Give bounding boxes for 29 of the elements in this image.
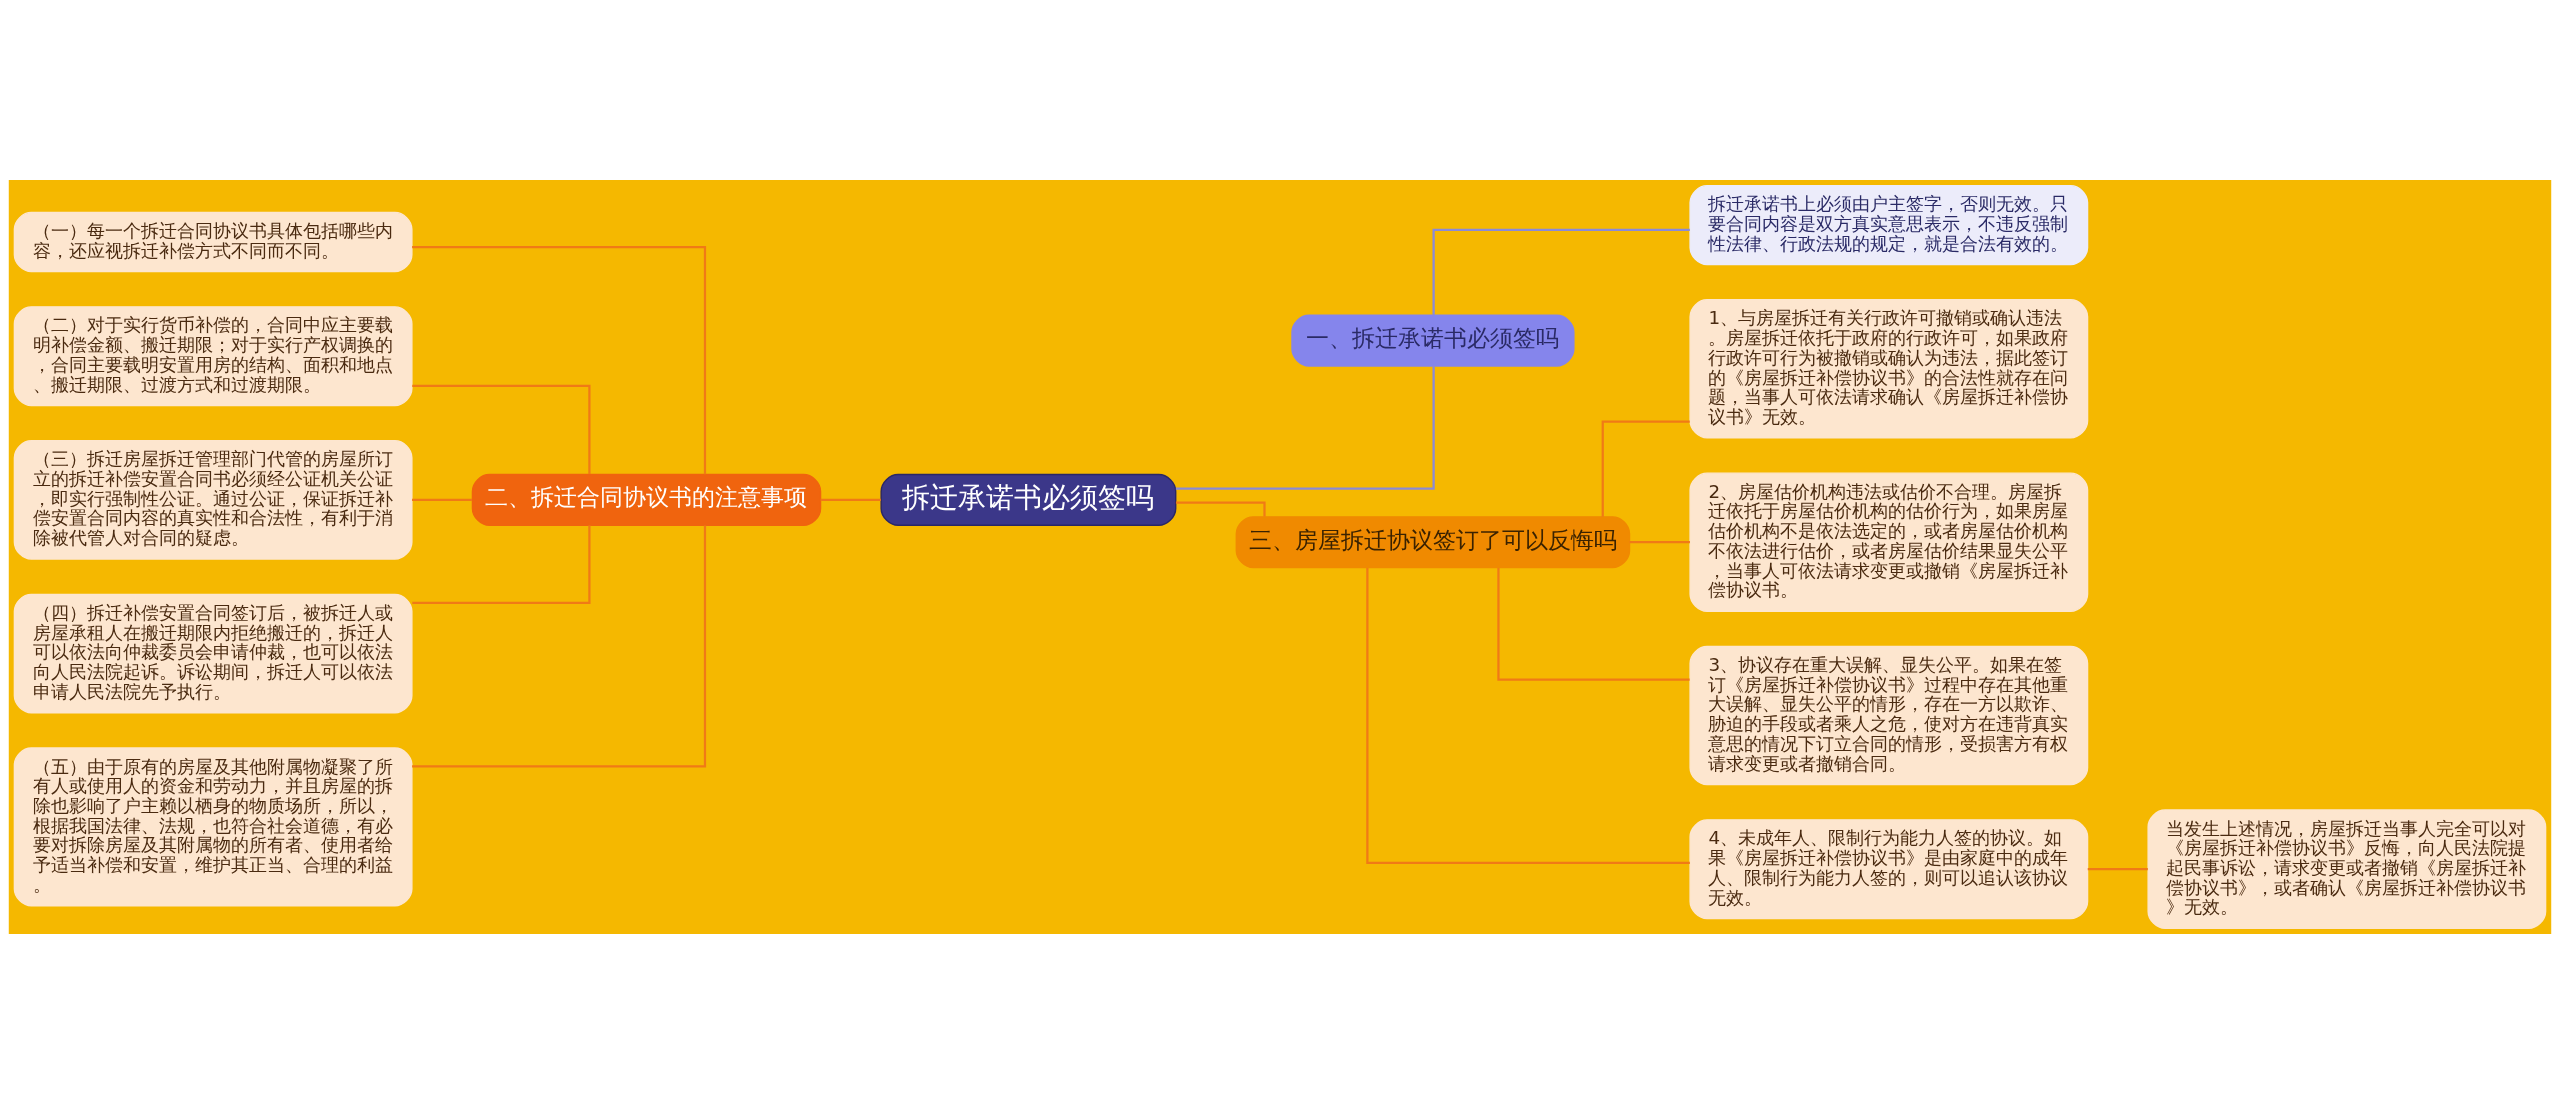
connector	[1366, 567, 1690, 864]
connector	[1175, 501, 1266, 517]
node-box: （四）拆迁补偿安置合同签订后，被拆迁人或房屋承租人在搬迁期限内拒绝搬迁的，拆迁人可以依法向仲裁委员会申请仲裁，也可以依法向人民法院起诉。诉讼期间，拆迁人可以依法申请人民法院先予执行。	[13, 593, 413, 713]
node-box: 当发生上述情况，房屋拆迁当事人完全可以对《房屋拆迁补偿协议书》反悔，向人民法院提起民事诉讼，请求变更或者撤销《房屋拆迁补偿协议书》，或者确认《房屋拆迁补偿协议书》无效。	[2147, 808, 2547, 929]
node-box: 三、房屋拆迁协议签订了可以反悔吗	[1235, 515, 1631, 568]
node-box: 3、协议存在重大误解、显失公平。如果在签订《房屋拆迁补偿协议书》过程中存在其他重大误解、显失公平的情形，存在一方以欺诈、胁迫的手段或者乘人之危，使对方在违背真实意思的情况下订立合同的情形，受损害方有权请求变更或者撤销合同。	[1689, 645, 2089, 785]
connector	[412, 384, 591, 474]
node-box: 一、拆迁承诺书必须签吗	[1291, 314, 1575, 367]
connector	[1497, 567, 1690, 681]
node-box: （二）对于实行货币补偿的，合同中应主要载明补偿金额、搬迁期限；对于实行产权调换的，合同主要载明安置用房的结构、面积和地点、搬迁期限、过渡方式和过渡期限。	[13, 305, 413, 406]
node-box: （五）由于原有的房屋及其他附属物凝聚了所有人或使用人的资金和劳动力，并且房屋的拆除也影响了户主赖以栖身的物质场所，所以，根据我国法律、法规，也符合社会道德，有必要对拆除房屋及其附属物的所有者、使用者给予适当补偿和安置，维护其正当、合理的利益。	[13, 746, 413, 906]
connector	[412, 524, 591, 604]
node-box: 拆迁承诺书必须签吗	[880, 473, 1177, 526]
node-box: （一）每一个拆迁合同协议书具体包括哪些内容，还应视拆迁补偿方式不同而不同。	[13, 211, 413, 272]
connector	[412, 498, 473, 501]
node-box: 二、拆迁合同协议书的注意事项	[471, 473, 822, 526]
node-box: （三）拆迁房屋拆迁管理部门代管的房屋所订立的拆迁补偿安置合同书必须经公证机关公证，即实行强制性公证。通过公证，保证拆迁补偿安置合同内容的真实性和合法性，有利于消除被代管人对合同的疑虑。	[13, 439, 413, 560]
connector	[1601, 420, 1690, 517]
node-box: 2、房屋估价机构违法或估价不合理。房屋拆迁依托于房屋估价机构的估价行为，如果房屋估价机构不是依法选定的，或者房屋估价机构不依法进行估价，或者房屋估价结果显失公平，当事人可依法请求变更或撤销《房屋拆迁补偿协议书。	[1689, 471, 2089, 612]
connector	[1432, 228, 1690, 315]
connector	[1175, 365, 1435, 490]
connector	[1629, 540, 1690, 543]
connector	[412, 245, 707, 474]
connector	[412, 524, 707, 767]
connector	[820, 498, 881, 501]
connector	[2087, 867, 2148, 870]
node-box: 拆迁承诺书上必须由户主签字，否则无效。只要合同内容是双方真实意思表示，不违反强制性法律、行政法规的规定，就是合法有效的。	[1689, 184, 2089, 265]
node-box: 1、与房屋拆迁有关行政许可撤销或确认违法。房屋拆迁依托于政府的行政许可，如果政府行政许可行为被撤销或确认为违法，据此签订的《房屋拆迁补偿协议书》的合法性就存在问题，当事人可依法请求确认《房屋拆迁补偿协议书》无效。	[1689, 298, 2089, 439]
node-box: 4、未成年人、限制行为能力人签的协议。如果《房屋拆迁补偿协议书》是由家庭中的成年人、限制行为能力人签的，则可以追认该协议无效。	[1689, 818, 2089, 919]
